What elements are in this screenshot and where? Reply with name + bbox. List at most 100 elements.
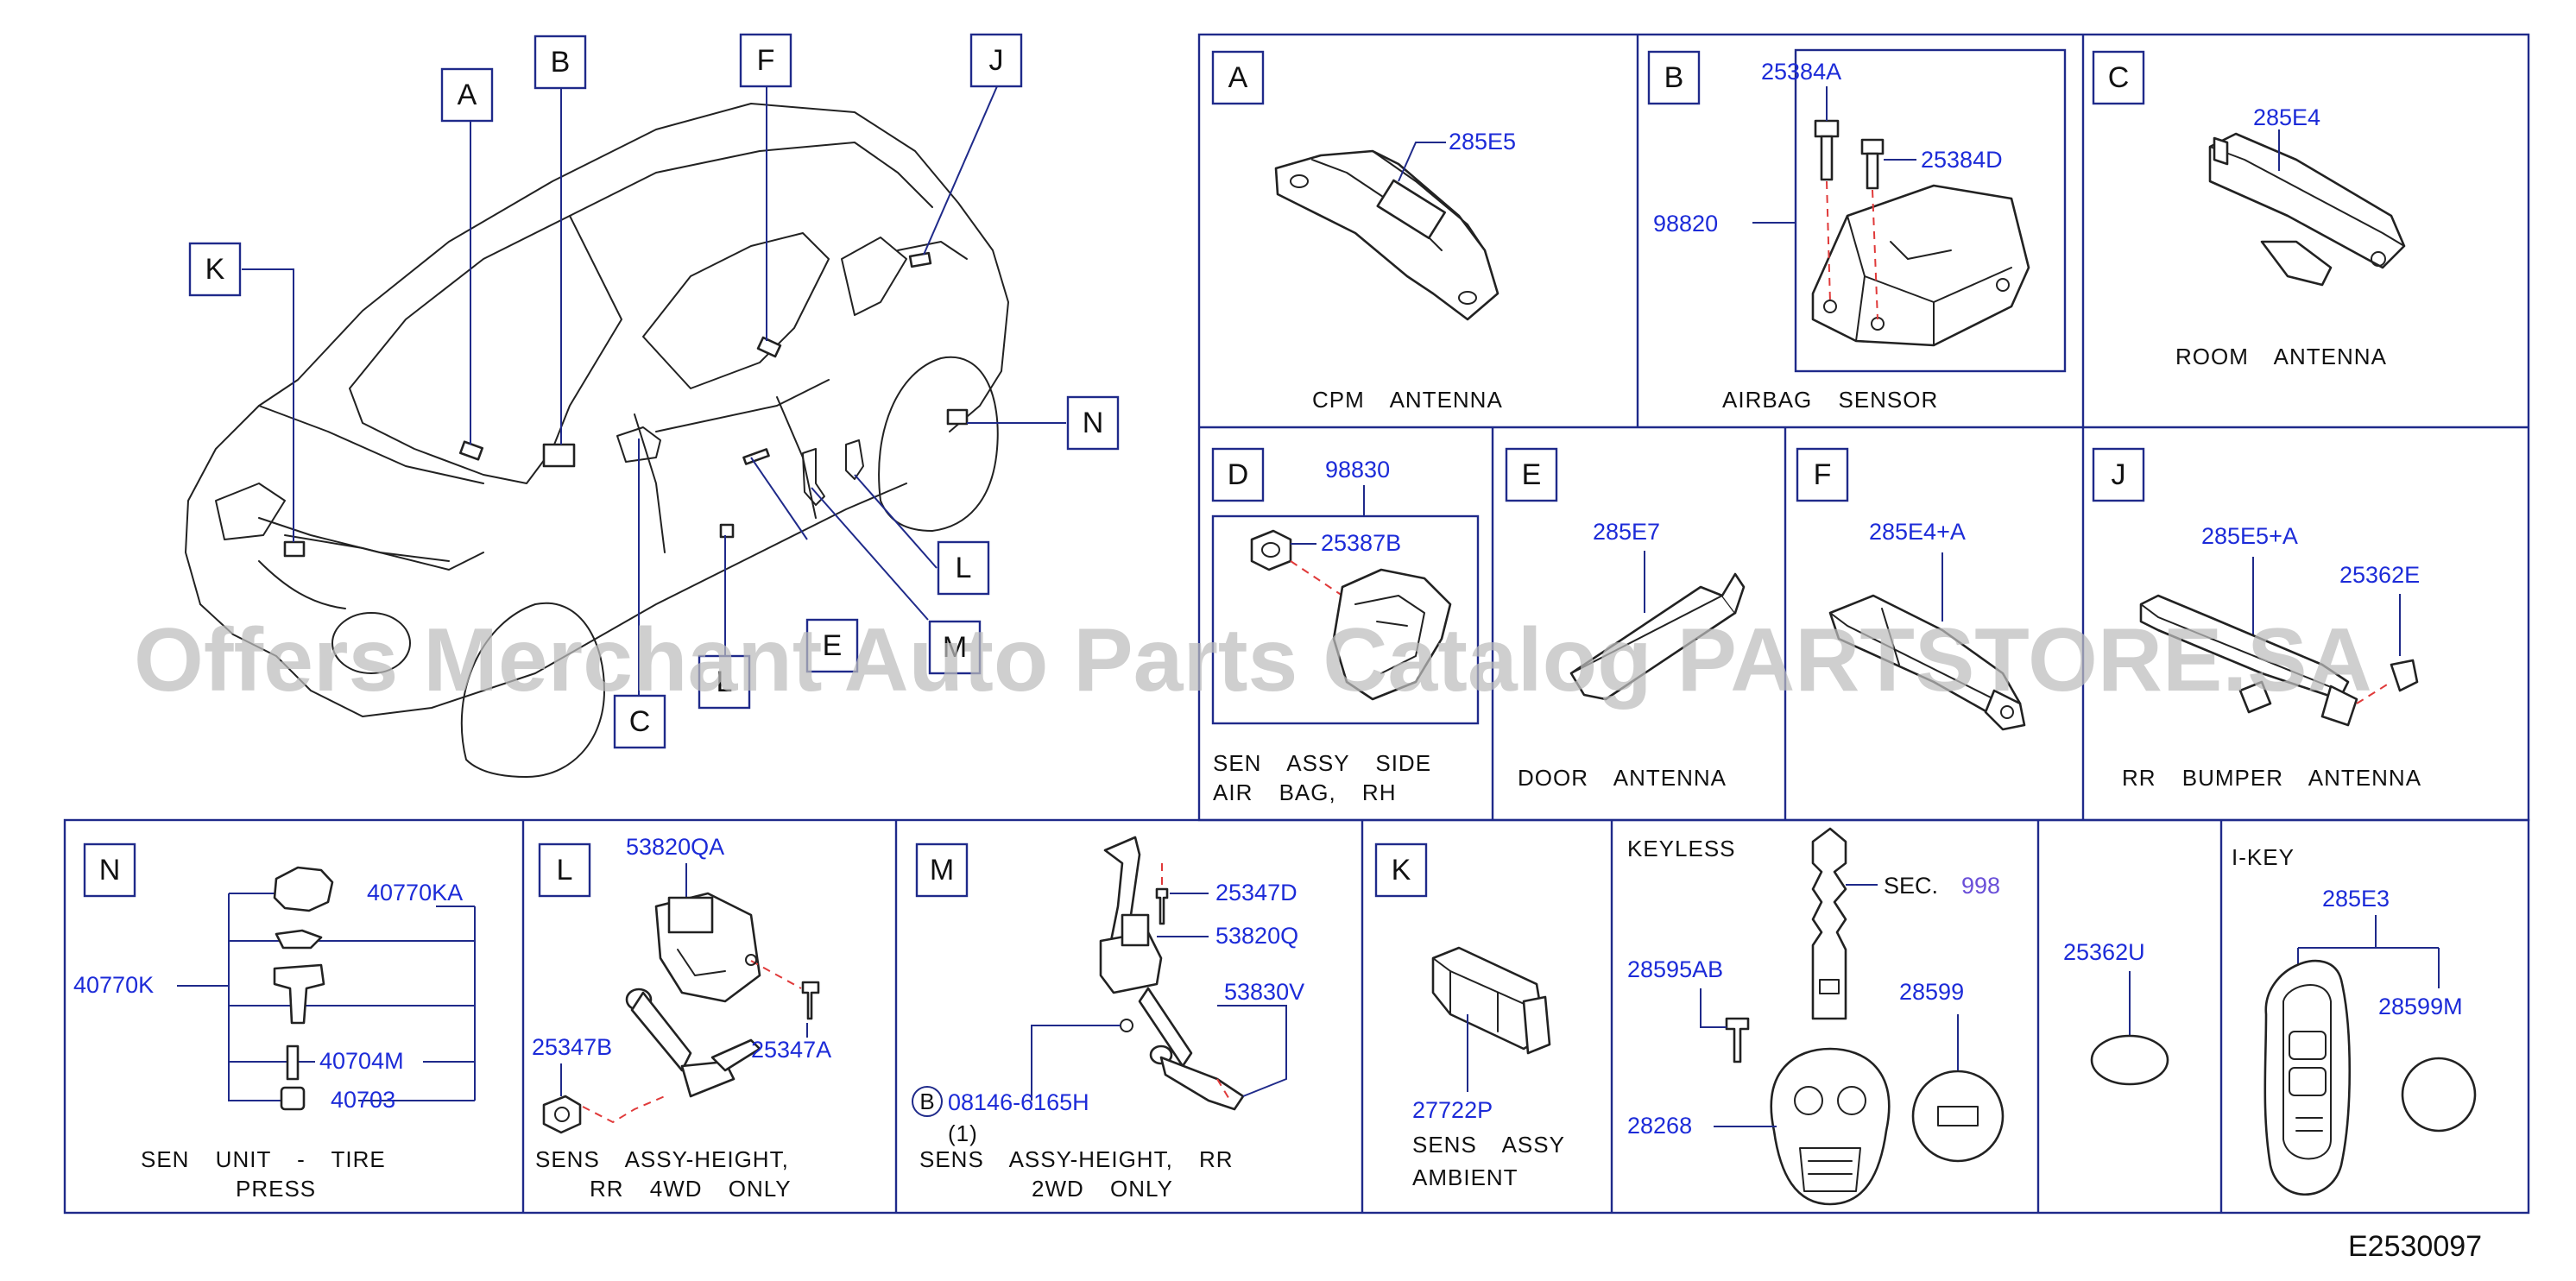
car-parts	[283, 251, 969, 558]
overview-letter-boxes: A B F J K N L E M L C	[188, 33, 1120, 749]
panel-m-height-sensor-2wd: M 25347D 53820Q 53830V B 08146-6165H (1)…	[912, 836, 1304, 1202]
panel-j-rr-bumper-antenna: J 285E5+A 25362E RR BUMPER ANTENNA	[2092, 447, 2421, 791]
part-285e5-a: 285E5+A	[2201, 523, 2298, 549]
keyless-title: KEYLESS	[1627, 836, 1736, 861]
panel-c-caption: ROOM ANTENNA	[2175, 344, 2387, 369]
part-53820q: 53820Q	[1215, 923, 1298, 949]
panel-e-letter: E	[1522, 458, 1542, 491]
part-40703: 40703	[331, 1087, 395, 1113]
panel-b-caption: AIRBAG SENSOR	[1722, 387, 1938, 413]
panel-l-height-sensor-4wd: L 53820QA 25347B 25347A SENS ASSY-HEIGHT…	[532, 834, 831, 1202]
part-98820: 98820	[1653, 211, 1718, 237]
panel-i-key: I-KEY 285E3 28599M	[2232, 844, 2477, 1196]
panel-n-tire-pressure-sensor: N 40770KA 40770K 40704M 40703 SEN UNIT -…	[73, 842, 476, 1202]
panel-a-letter: A	[1228, 61, 1248, 94]
bolt-marker-b: B	[919, 1089, 934, 1114]
ikey-title: I-KEY	[2232, 844, 2295, 870]
panel-k-caption-2: AMBIENT	[1412, 1164, 1518, 1190]
watermark: Offers Merchant Auto Parts Catalog PARTS…	[134, 610, 2372, 710]
part-285e5: 285E5	[1449, 129, 1516, 155]
airbag-sensor-unit	[1811, 184, 2030, 347]
panel-e-caption: DOOR ANTENNA	[1518, 765, 1727, 791]
panel-l-caption-2: RR 4WD ONLY	[590, 1176, 792, 1202]
panel-n-caption-2: PRESS	[236, 1176, 316, 1202]
part-28268: 28268	[1627, 1113, 1692, 1139]
panel-k-letter: K	[1392, 854, 1411, 887]
panel-d-letter: D	[1228, 458, 1249, 491]
key-fob	[1770, 1047, 1891, 1206]
panel-m-letter: M	[930, 854, 954, 887]
part-53830v: 53830V	[1224, 979, 1304, 1005]
panel-c-room-antenna: C 285E4 ROOM ANTENNA	[2092, 50, 2406, 369]
overview-letter-m: M	[943, 631, 967, 664]
panel-m-caption-2: 2WD ONLY	[1032, 1176, 1173, 1202]
overview-letter-k: K	[205, 253, 225, 286]
panel-f-antenna: F 285E4+A	[1796, 447, 2026, 731]
overview-letter-l2: L	[717, 666, 733, 698]
panel-c-letter: C	[2108, 61, 2130, 94]
part-25387b: 25387B	[1321, 530, 1401, 556]
panel-k-ambient-sensor: K 27722P SENS ASSY AMBIENT	[1374, 842, 1565, 1190]
room-antenna-part	[2208, 132, 2406, 269]
overview-letter-l1: L	[956, 552, 972, 584]
battery-28599m	[2401, 1057, 2477, 1133]
vehicle-overview: A B F J K N L E M L C	[185, 33, 1120, 778]
part-98830: 98830	[1325, 457, 1390, 483]
cpm-antenna-part	[1274, 149, 1500, 321]
overview-letter-b: B	[551, 46, 571, 79]
tire-sensor-unit	[273, 866, 334, 912]
part-25362e: 25362E	[2339, 562, 2420, 588]
panel-frames	[63, 33, 2530, 1215]
panel-keyless: KEYLESS SEC. 998 28595AB 28268 28599	[1627, 827, 2005, 1206]
intelligent-key-fob	[2263, 959, 2352, 1196]
part-28599: 28599	[1899, 979, 1964, 1005]
part-28595ab: 28595AB	[1627, 956, 1723, 982]
panel-25362u: 25362U	[2063, 939, 2169, 1086]
overview-letter-f: F	[757, 44, 775, 77]
part-53820qa: 53820QA	[626, 834, 724, 860]
overview-letter-e: E	[823, 629, 843, 662]
part-285e3: 285E3	[2322, 886, 2390, 912]
panel-n-caption-1: SEN UNIT - TIRE	[141, 1146, 386, 1172]
part-08146-6165h: 08146-6165H	[948, 1089, 1089, 1115]
nut-25387b	[1250, 529, 1292, 571]
part-40770ka: 40770KA	[367, 880, 463, 906]
panel-a-cpm-antenna: A 285E5 CPM ANTENNA	[1211, 50, 1516, 413]
valve-body	[273, 963, 325, 1025]
pad-25362u	[2090, 1034, 2169, 1086]
key-blade	[1811, 827, 1847, 1020]
bolt-qty: (1)	[948, 1120, 978, 1146]
panel-j-caption: RR BUMPER ANTENNA	[2122, 765, 2421, 791]
overview-letter-n: N	[1083, 407, 1104, 439]
part-27722p: 27722P	[1412, 1097, 1493, 1123]
panel-j-letter: J	[2112, 458, 2126, 491]
part-25347b: 25347B	[532, 1034, 612, 1060]
part-285e4-a: 285E4+A	[1869, 519, 1966, 545]
part-25347a: 25347A	[751, 1037, 831, 1063]
battery-28599	[1911, 1070, 2005, 1163]
panel-a-caption: CPM ANTENNA	[1312, 387, 1503, 413]
panel-b-letter: B	[1664, 61, 1684, 94]
part-285e4: 285E4	[2253, 104, 2320, 130]
panel-l-letter: L	[557, 854, 573, 887]
panel-k-caption-1: SENS ASSY	[1412, 1132, 1565, 1158]
diagram-id: E2530097	[2348, 1230, 2482, 1263]
part-25362u: 25362U	[2063, 939, 2145, 965]
part-40770k: 40770K	[73, 972, 154, 998]
part-25347d: 25347D	[1215, 880, 1297, 906]
overview-letter-j: J	[989, 44, 1004, 77]
panel-b-airbag-sensor: B 98820 25384A 25384D AIRBAG SENSOR	[1647, 48, 2067, 413]
panel-d-caption-1: SEN ASSY SIDE	[1213, 750, 1431, 776]
part-285e7: 285E7	[1593, 519, 1660, 545]
overview-leaders	[242, 85, 1066, 704]
part-40704m: 40704M	[319, 1048, 404, 1074]
overview-letter-a: A	[458, 79, 477, 111]
panel-e-door-antenna: E 285E7 DOOR ANTENNA	[1505, 447, 1746, 791]
sec-label: SEC.	[1884, 873, 1938, 899]
panel-d-caption-2: AIR BAG, RH	[1213, 779, 1396, 805]
part-25384a: 25384A	[1761, 59, 1841, 85]
panel-f-letter: F	[1814, 458, 1832, 491]
sec-ref: 998	[1961, 873, 2000, 899]
panel-d-side-airbag-sensor: D 98830 25387B SEN ASSY SIDE AIR BAG, RH	[1211, 447, 1480, 805]
